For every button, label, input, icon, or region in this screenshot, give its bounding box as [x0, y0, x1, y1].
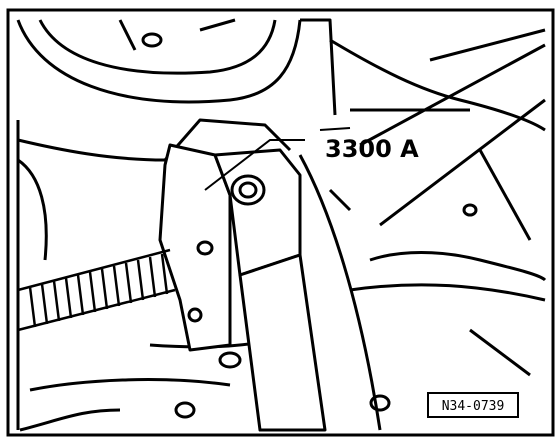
figure-border — [6, 8, 555, 437]
threaded-spindle — [17, 248, 176, 332]
figure-reference-code: N34-0739 — [442, 399, 505, 414]
callout-label: 3300 A — [325, 135, 419, 163]
engine-housing — [16, 18, 547, 432]
puller-tool-3300a — [158, 143, 327, 432]
figure-reference-box: N34-0739 — [427, 392, 519, 418]
bolt-holes — [141, 32, 478, 419]
leader-lines — [204, 127, 351, 191]
